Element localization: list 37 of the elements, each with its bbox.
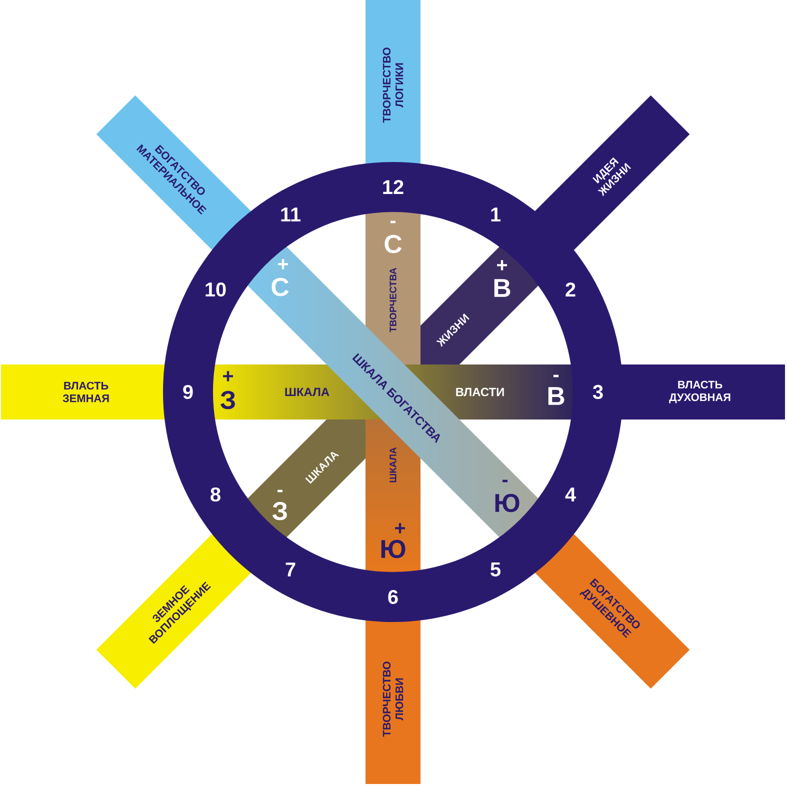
clock-number: 12 [383,180,404,194]
ray-band: ТВОРЧЕСТВО ЛЮБВИ [366,614,420,784]
scale-letter: С [272,278,289,296]
band-label: ШКАЛА [285,388,330,396]
scale-letter: З [220,390,235,410]
clock-number: 6 [388,590,398,604]
clock-number: 7 [286,562,296,576]
band-label: ВЛАСТИ [456,388,504,396]
clock-number: 5 [490,562,500,576]
scale-letter: Ю [495,494,520,512]
sign: + [395,523,406,534]
clock-number: 10 [206,282,226,297]
sign: - [553,374,559,378]
clock-number: 2 [566,282,576,296]
band-label: ШКАЛА [390,447,396,482]
sign: - [502,480,508,482]
sign: - [390,220,396,224]
scale-letter: З [272,502,287,520]
sign: + [497,260,508,270]
clock-number: 9 [183,384,193,400]
node-label: ВЛАСТЬ ДУХОВНАЯ [669,380,730,404]
scale-letter: В [548,387,564,405]
sign: - [277,490,283,492]
sign: + [223,371,234,382]
band-label: ТВОРЧЕСТВА [390,268,396,332]
scale-letter: В [494,279,510,297]
clock-number: 1 [491,208,500,222]
clock-number: 8 [210,487,220,502]
ray-band: ВЛАСТЬ ЗЕМНАЯ [1,364,171,420]
scale-letter: Ю [381,540,406,558]
scale-letter: С [384,234,402,254]
clock-number: 11 [281,208,300,222]
sign: + [278,259,288,270]
clock-number: 4 [565,488,576,502]
clock-number: 3 [592,384,603,400]
ray-band: ВЛАСТЬ ДУХОВНАЯ [615,364,786,420]
ray-band: ТВОРЧЕСТВО ЛОГИКИ [366,0,420,170]
